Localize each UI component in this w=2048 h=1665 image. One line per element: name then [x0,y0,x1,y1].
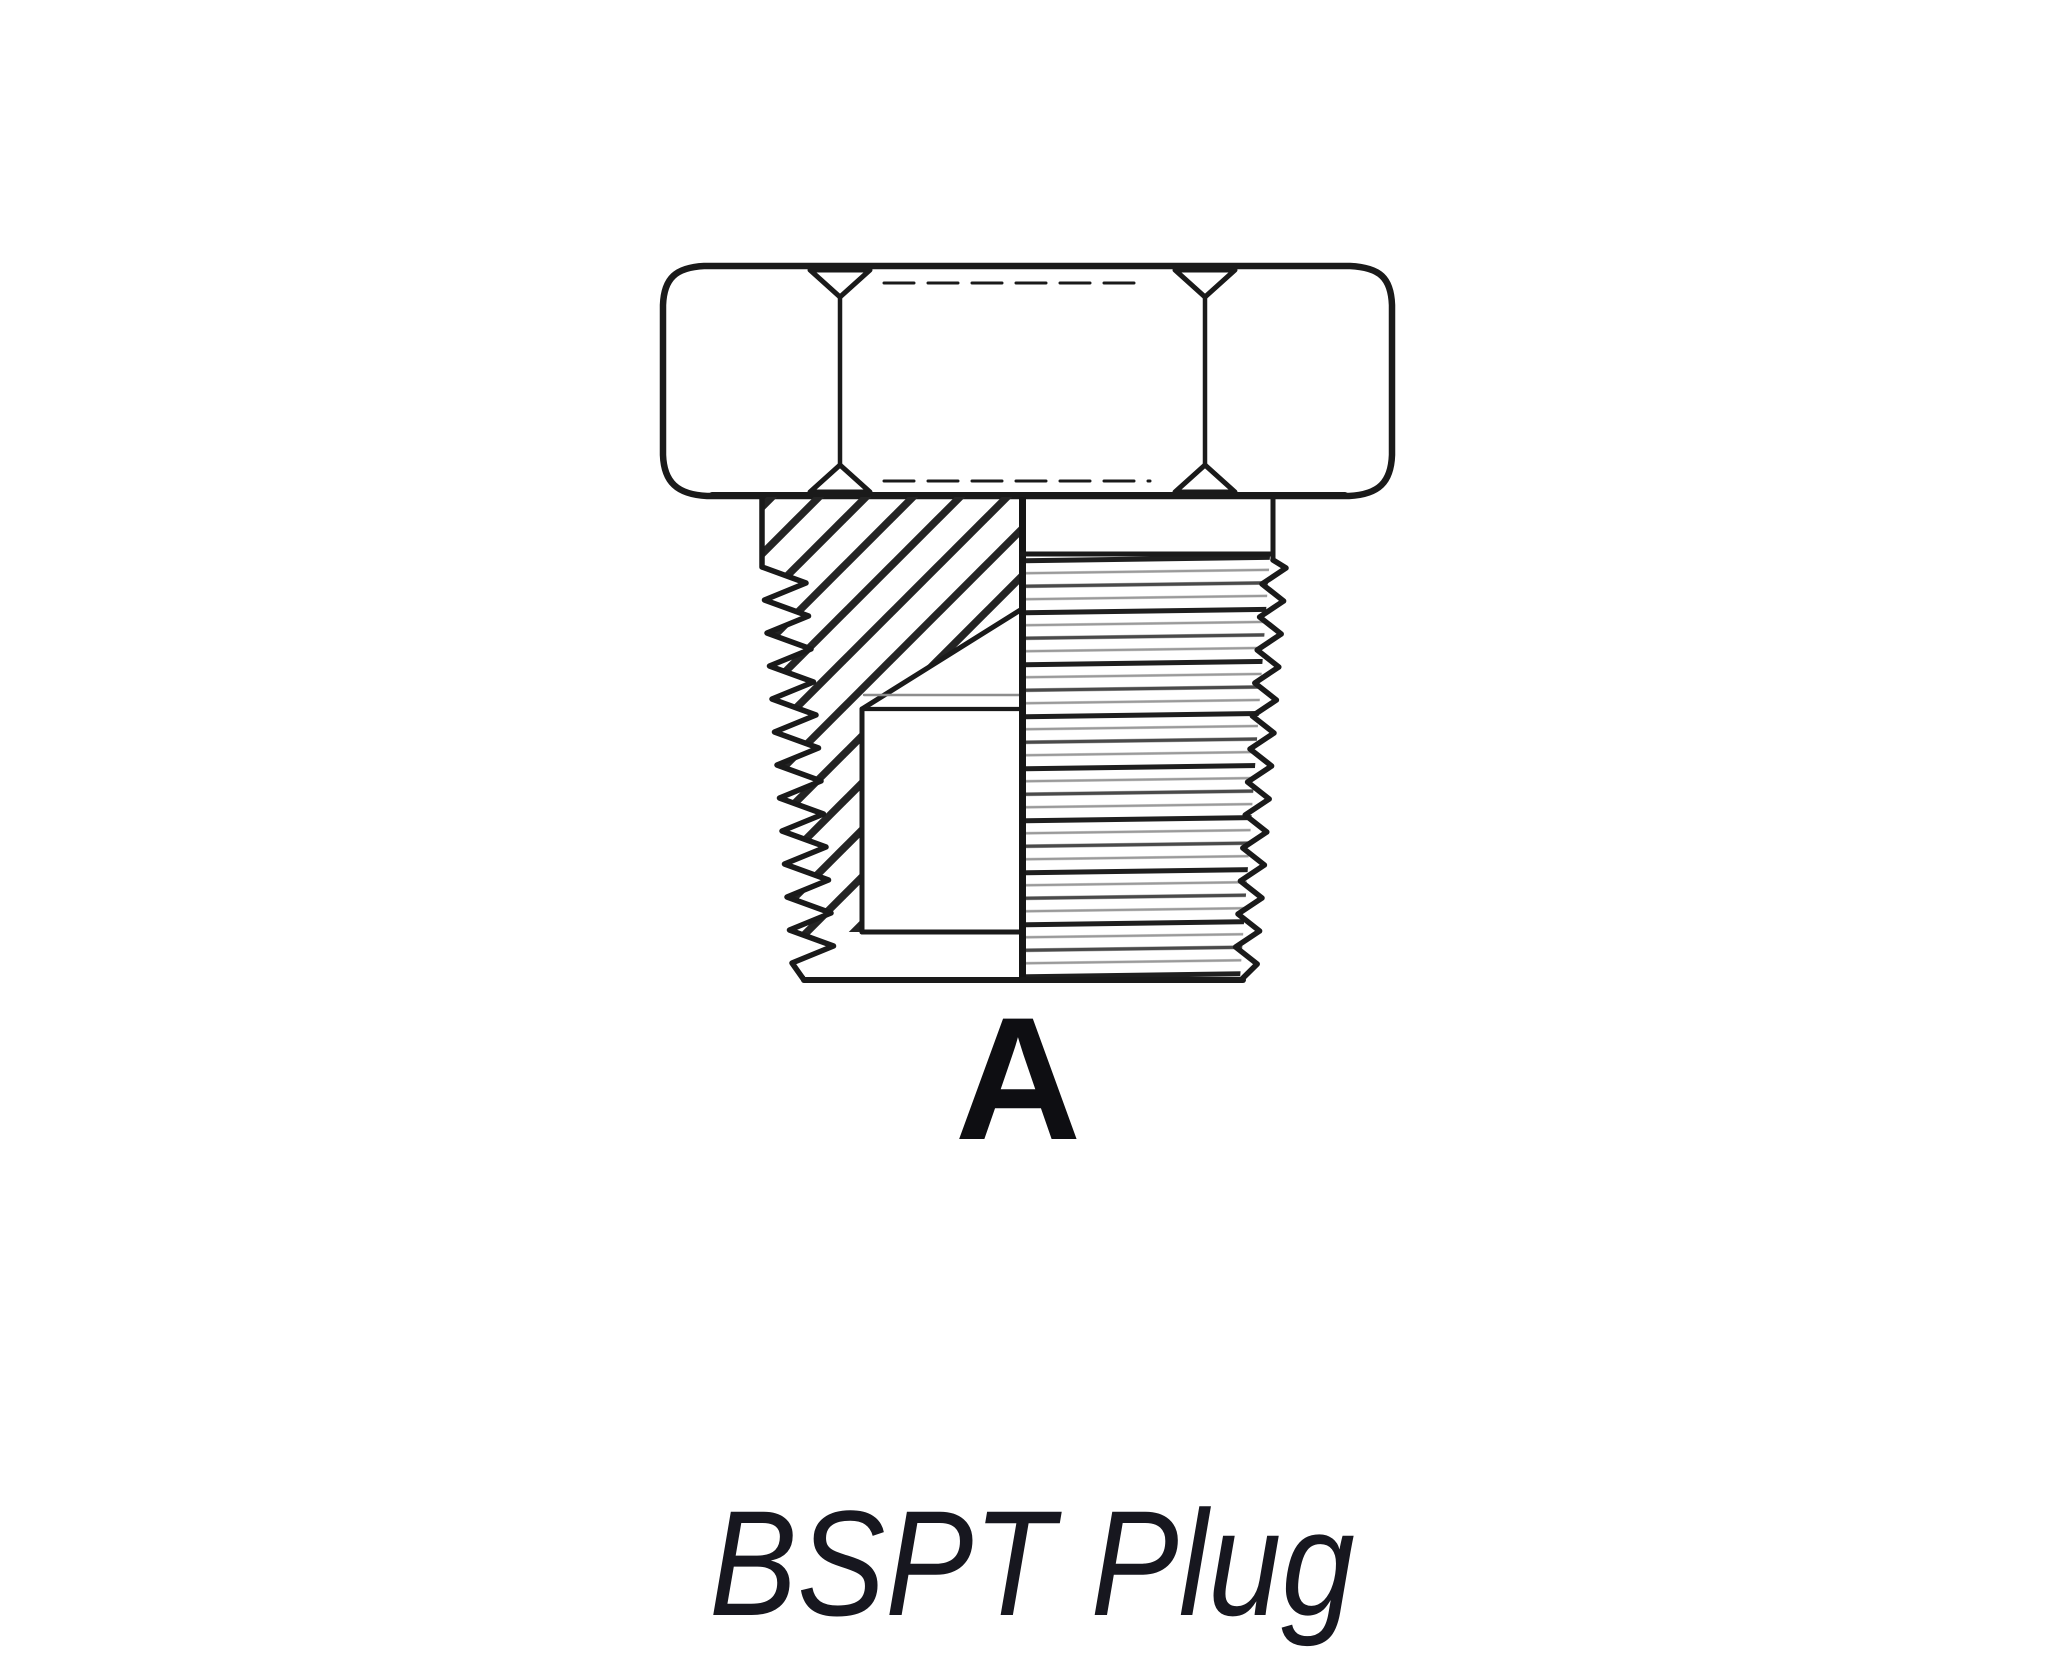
bore-chamfer-diagonal [859,606,1025,712]
threaded-half [1019,494,1289,983]
figure-caption: BSPT Plug [709,1479,1355,1647]
internal-bore-section [859,606,1025,935]
section-parting-centerline [1019,497,1026,982]
thread-shading-field [1026,556,1270,979]
section-hatch-fill [762,497,1025,980]
section-thread-profile-left-edge [759,494,837,983]
sectioned-half [759,494,1025,983]
hex-head [659,262,1396,500]
thread-crest-profile-right-edge [1232,557,1289,983]
dimension-label-a: A [954,982,1082,1177]
hex-head-outline [659,262,1396,500]
hex-corner-chamfer-top-left [807,267,873,300]
hex-corner-chamfer-top-right [1172,267,1238,300]
